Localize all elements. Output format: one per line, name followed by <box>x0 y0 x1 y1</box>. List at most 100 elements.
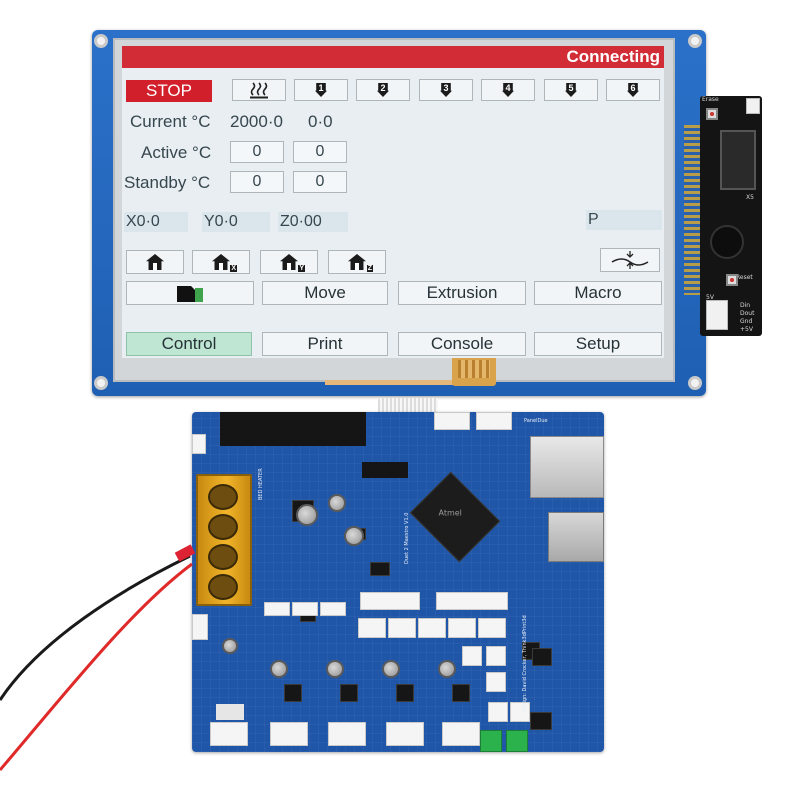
silk-dout: Dout <box>740 310 755 317</box>
connector <box>486 672 506 692</box>
motor-connector <box>270 722 308 746</box>
silk-5v-out: +5V <box>740 326 753 333</box>
erase-button[interactable] <box>706 108 718 120</box>
mcu-marking: Atmel <box>438 508 462 518</box>
reset-button[interactable] <box>726 274 738 286</box>
nozzle-icon: 6 <box>627 83 639 97</box>
tool-3-button[interactable]: 3 <box>419 79 473 101</box>
home-y-button[interactable]: Y <box>260 250 318 274</box>
mount-hole <box>94 376 108 390</box>
macro-button[interactable]: Macro <box>534 281 662 305</box>
connector <box>488 702 508 722</box>
bed-heater-button[interactable] <box>232 79 286 101</box>
axis-y-label: Y <box>298 265 305 272</box>
tab-print[interactable]: Print <box>262 332 388 356</box>
buzzer <box>710 225 744 259</box>
ethernet-port[interactable] <box>530 436 604 498</box>
current-temp-bed: 2000·0 <box>230 112 283 131</box>
capacitor <box>438 660 456 678</box>
tab-control[interactable]: Control <box>126 332 252 356</box>
designer-silk: Design: David Crocker, Think3dPrint3d <box>522 615 528 712</box>
silk-gnd: Gnd <box>740 318 753 325</box>
fan-connector <box>388 618 416 638</box>
flex-cable <box>325 380 495 385</box>
mount-hole <box>688 376 702 390</box>
sd-card-icon <box>177 286 203 302</box>
mosfet <box>530 712 552 730</box>
tool-2-button[interactable]: 2 <box>356 79 410 101</box>
tool-6-button[interactable]: 6 <box>606 79 660 101</box>
home-icon <box>280 254 298 270</box>
active-temp-bed-field[interactable]: 0 <box>230 141 284 163</box>
endstop-connector <box>320 602 346 616</box>
tab-setup[interactable]: Setup <box>534 332 662 356</box>
motor-connector <box>386 722 424 746</box>
current-temp-label: Current °C <box>130 112 211 131</box>
fan-connector <box>478 618 506 638</box>
standby-temp-bed-field[interactable]: 0 <box>230 171 284 193</box>
heater-terminal <box>506 730 528 752</box>
fan-connector <box>448 618 476 638</box>
heater-terminal <box>480 730 502 752</box>
connection-status: Connecting <box>566 47 661 66</box>
stepper-driver <box>452 684 470 702</box>
silk-reset: Reset <box>736 274 753 281</box>
y-position: Y0·0 <box>202 212 270 232</box>
nozzle-icon: 4 <box>502 83 514 97</box>
silk-din: Din <box>740 302 751 309</box>
home-all-button[interactable] <box>126 250 184 274</box>
silk-erase: Erase <box>702 96 719 103</box>
capacitor <box>328 494 346 512</box>
fan-connector <box>418 618 446 638</box>
bed-compensation-button[interactable] <box>600 248 660 272</box>
tab-console[interactable]: Console <box>398 332 526 356</box>
endstop-connector <box>264 602 290 616</box>
sd-card-button[interactable] <box>126 281 254 305</box>
pin-header <box>362 462 408 478</box>
home-icon <box>146 254 164 270</box>
capacitor <box>222 638 238 654</box>
connector <box>746 98 760 114</box>
flex-connector <box>452 356 496 386</box>
pin-header <box>684 125 702 295</box>
expansion-header <box>220 412 294 446</box>
paneldue-connector <box>476 412 512 430</box>
power-terminal <box>196 474 252 606</box>
standby-temp-tool1-field[interactable]: 0 <box>293 171 347 193</box>
motor-connector <box>328 722 366 746</box>
terminal-screw <box>208 574 238 600</box>
tool-5-button[interactable]: 5 <box>544 79 598 101</box>
motor-connector <box>210 722 248 746</box>
expansion-header <box>292 412 366 446</box>
home-icon <box>348 254 366 270</box>
extrusion-button[interactable]: Extrusion <box>398 281 526 305</box>
axis-x-label: X <box>230 265 237 272</box>
bed-level-icon <box>611 251 649 269</box>
status-bar: Connecting <box>122 46 664 68</box>
ic <box>370 562 390 576</box>
terminal-screw <box>208 484 238 510</box>
connector <box>192 614 208 640</box>
move-button[interactable]: Move <box>262 281 388 305</box>
motor-connector <box>442 722 480 746</box>
usb-connector <box>720 130 756 190</box>
axis-z-label: Z <box>366 265 373 272</box>
home-z-button[interactable]: Z <box>328 250 386 274</box>
nozzle-icon: 1 <box>315 83 327 97</box>
capacitor <box>344 526 364 546</box>
tool-4-button[interactable]: 4 <box>481 79 535 101</box>
connector <box>462 646 482 666</box>
connector <box>360 592 420 610</box>
probe-value: P <box>586 210 662 230</box>
tool-1-button[interactable]: 1 <box>294 79 348 101</box>
active-temp-tool1-field[interactable]: 0 <box>293 141 347 163</box>
endstop-connector <box>292 602 318 616</box>
stop-button[interactable]: STOP <box>126 80 212 102</box>
connector <box>192 434 206 454</box>
active-temp-label: Active °C <box>141 143 212 162</box>
paneldue-connector <box>434 412 470 430</box>
sd-card-slot[interactable] <box>548 512 604 562</box>
home-x-button[interactable]: X <box>192 250 250 274</box>
connector <box>510 702 530 722</box>
standby-temp-label: Standby °C <box>124 173 211 192</box>
